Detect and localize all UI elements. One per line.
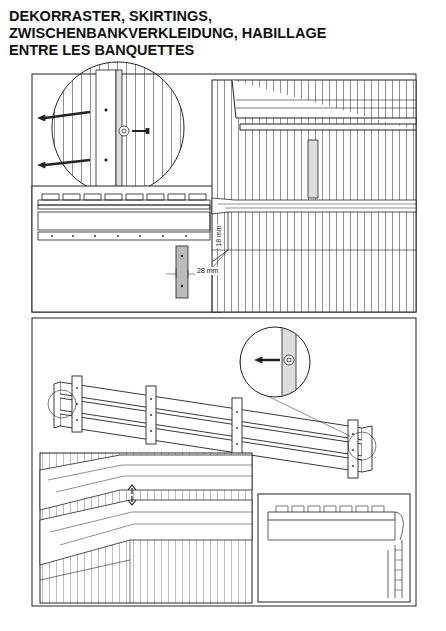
dimension-label: 28 mm <box>196 267 219 275</box>
bench-slat <box>63 194 80 200</box>
bench-slat <box>189 194 206 200</box>
bench-slat <box>105 194 122 200</box>
bench-slat <box>147 194 164 200</box>
bench-slat <box>42 194 59 200</box>
bench-slat <box>84 194 101 200</box>
title: DEKORRASTER, SKIRTINGS, ZWISCHENBANKVERK… <box>9 8 339 59</box>
bench-slat <box>126 194 143 200</box>
dimension-label: 18 mm <box>215 224 223 247</box>
bench-slat <box>168 194 185 200</box>
